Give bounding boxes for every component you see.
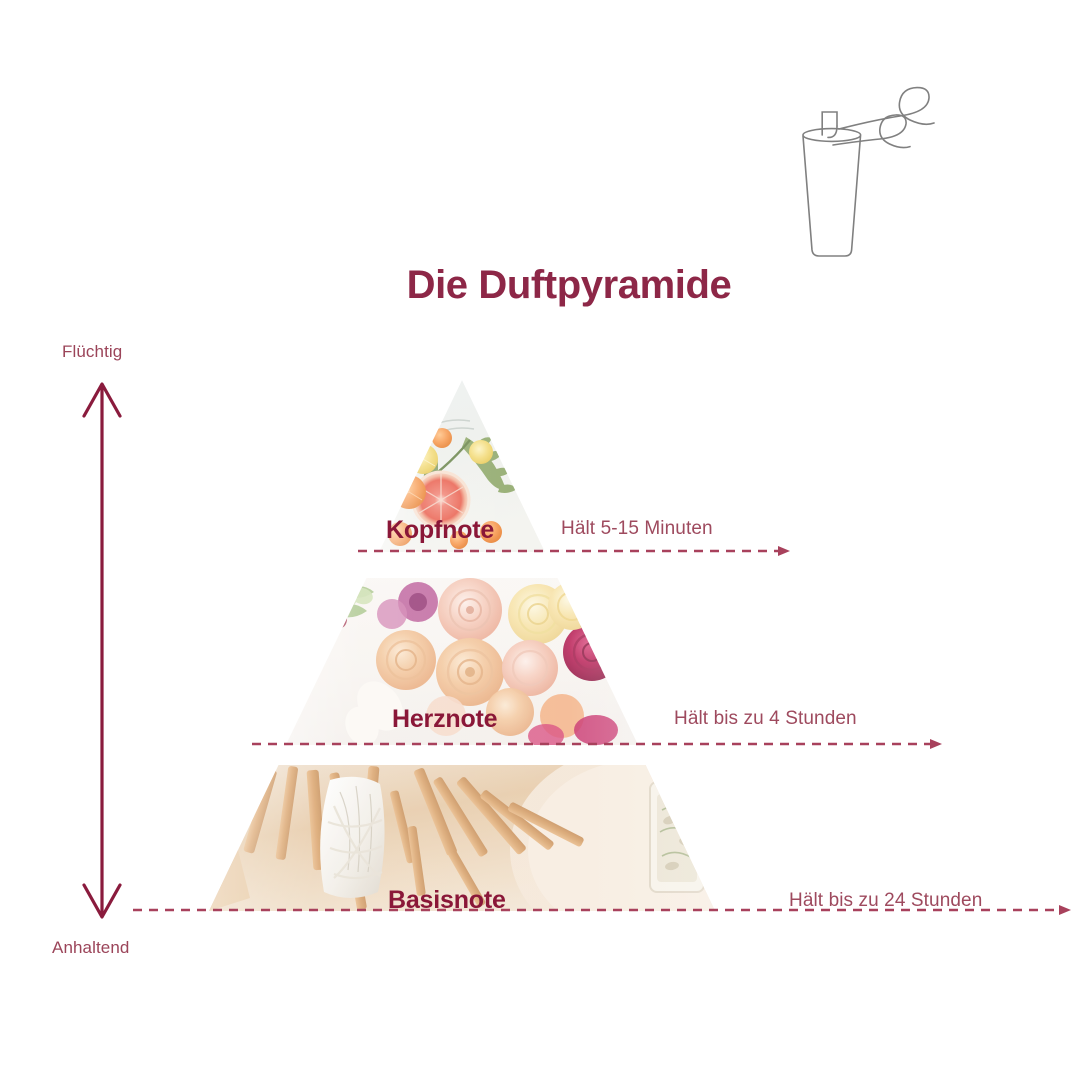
pyramid-tier-basisnote	[138, 765, 786, 911]
volatility-axis-arrow	[78, 378, 138, 923]
drink-aroma-icon	[782, 82, 942, 272]
dashed-arrow-herznote	[252, 737, 942, 751]
duration-kopfnote: Hält 5-15 Minuten	[561, 518, 713, 539]
duration-basisnote: Hält bis zu 24 Stunden	[789, 890, 983, 911]
tier-label-herznote: Herznote	[392, 705, 498, 733]
page-title: Die Duftpyramide	[406, 263, 732, 307]
duration-herznote: Hält bis zu 4 Stunden	[674, 708, 857, 729]
dashed-arrow-basisnote	[133, 903, 1071, 917]
dashed-arrow-kopfnote	[358, 544, 790, 558]
axis-label-volatile: Flüchtig	[62, 342, 123, 361]
axis-label-lasting: Anhaltend	[52, 938, 130, 957]
tier-label-kopfnote: Kopfnote	[386, 516, 495, 544]
